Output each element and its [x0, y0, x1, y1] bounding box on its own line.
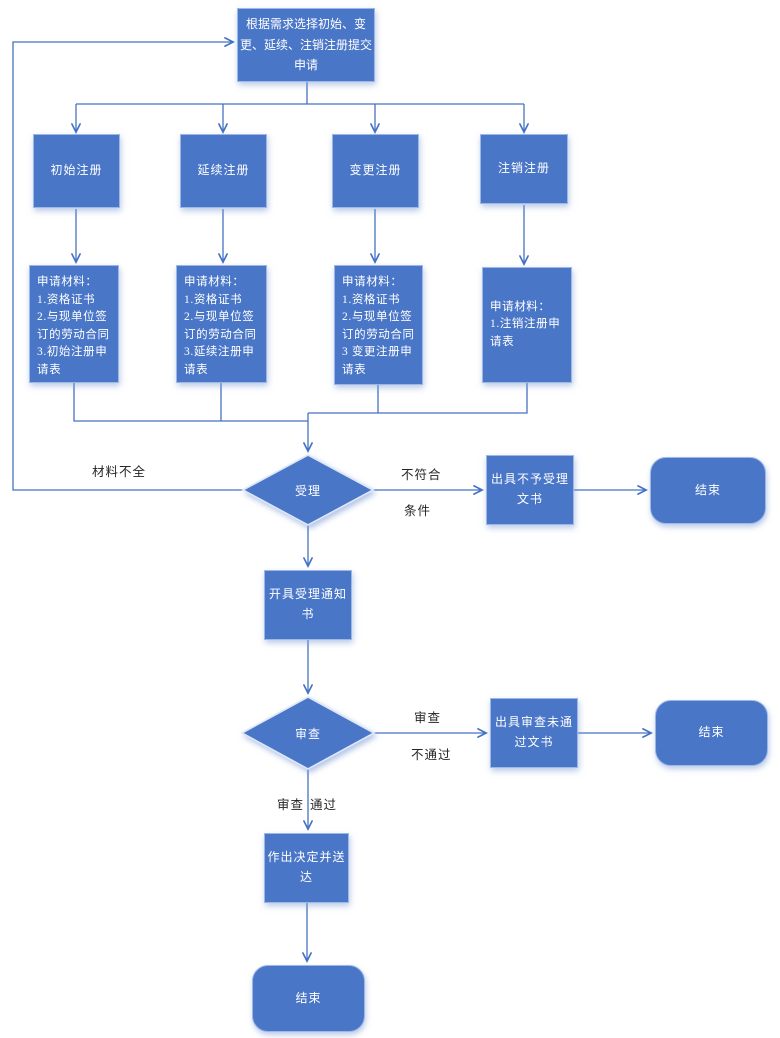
- review-fail-doc-label: 出具审查未通过文书: [494, 715, 573, 749]
- review-diamond-shape: [240, 696, 376, 770]
- edge-label-not-meet-line2: 条件: [404, 504, 432, 518]
- review-diamond-label: 审查: [294, 727, 321, 741]
- materials-node-cancel: 申请材料： 1.注销注册申请表: [482, 267, 572, 383]
- edge-start-to-bus: [76, 82, 524, 105]
- materials-node-change: 申请材料： 1.资格证书 2.与现单位签订的劳动合同 3 变更注册申请表: [334, 265, 423, 385]
- branch-node-change: 变更注册: [332, 134, 419, 208]
- end-node-2: 结束: [655, 700, 768, 766]
- accept-notice-label: 开具受理通知书: [268, 587, 347, 621]
- review-fail-doc-node: 出具审查未通过文书: [490, 698, 578, 768]
- start-node: 根据需求选择初始、变更、延续、注销注册提交申请: [237, 8, 375, 82]
- edge-label-review-fail-line1: 审查: [414, 711, 442, 725]
- reject-doc-label: 出具不予受理文书: [490, 472, 569, 506]
- end-node-3-label: 结束: [295, 990, 322, 1005]
- materials-line: 1.资格证书: [342, 293, 401, 306]
- accept-diamond-label: 受理: [294, 484, 321, 498]
- branch-node-change-label: 变更注册: [349, 163, 402, 178]
- materials-line: 申请材料：: [490, 300, 551, 313]
- branch-node-initial-label: 初始注册: [50, 163, 103, 178]
- edge-incomplete-loop: [12, 42, 243, 491]
- edge-label-materials-incomplete: 材料不全: [92, 465, 147, 479]
- materials-line: 2.与现单位签订的劳动合同: [37, 311, 110, 341]
- end-node-1: 结束: [650, 457, 766, 524]
- decision-node: 作出决定并送达: [264, 833, 349, 903]
- accept-diamond-shape: [241, 454, 375, 526]
- edge-label-review-pass-line2: 通过: [310, 798, 338, 812]
- end-node-3: 结束: [252, 965, 365, 1032]
- materials-node-renewal: 申请材料： 1.资格证书 2.与现单位签订的劳动合同 3.延续注册申请表: [176, 265, 267, 383]
- start-node-label: 根据需求选择初始、变更、延续、注销注册提交申请: [240, 17, 373, 73]
- reject-doc-node: 出具不予受理文书: [486, 455, 574, 525]
- materials-line: 1.资格证书: [184, 293, 243, 306]
- edge-materials-merge: [73, 383, 528, 422]
- materials-line: 3 变更注册申请表: [342, 346, 413, 376]
- materials-line: 申请材料：: [37, 276, 98, 288]
- materials-line: 3.初始注册申请表: [37, 346, 108, 376]
- materials-line: 2.与现单位签订的劳动合同: [184, 311, 257, 341]
- materials-line: 1.注销注册申请表: [490, 318, 561, 348]
- materials-line: 申请材料：: [184, 276, 245, 288]
- accept-notice-node: 开具受理通知书: [264, 570, 352, 640]
- branch-node-cancel: 注销注册: [480, 134, 568, 204]
- branch-node-renewal-label: 延续注册: [197, 163, 250, 178]
- end-node-1-label: 结束: [694, 482, 721, 497]
- materials-line: 申请材料：: [342, 276, 403, 288]
- edge-label-not-meet-line1: 不符合: [401, 468, 442, 482]
- materials-line: 2.与现单位签订的劳动合同: [342, 311, 415, 341]
- branch-node-initial: 初始注册: [33, 134, 120, 208]
- materials-line: 3.延续注册申请表: [184, 346, 255, 376]
- edge-label-review-pass-line1: 审查: [277, 798, 305, 812]
- edge-label-review-fail-line2: 不通过: [411, 748, 452, 762]
- branch-node-renewal: 延续注册: [180, 134, 267, 208]
- materials-node-initial: 申请材料： 1.资格证书 2.与现单位签订的劳动合同 3.初始注册申请表: [29, 265, 119, 383]
- materials-line: 1.资格证书: [37, 293, 96, 306]
- decision-node-label: 作出决定并送达: [267, 850, 346, 884]
- branch-node-cancel-label: 注销注册: [497, 161, 550, 176]
- end-node-2-label: 结束: [698, 725, 725, 740]
